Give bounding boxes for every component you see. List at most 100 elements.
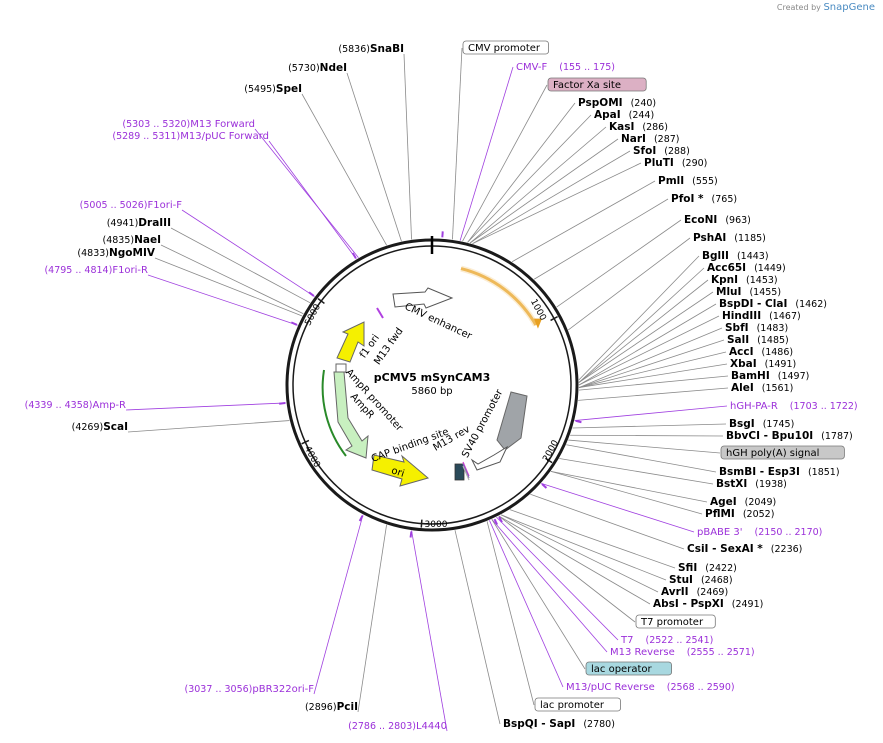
enzyme-label[interactable]: XbaI(1491) bbox=[730, 358, 796, 370]
feature-box-label[interactable]: CMV promoter bbox=[462, 40, 549, 55]
enzyme-label[interactable]: NarI (287) bbox=[621, 133, 680, 145]
label-text: AvrII(2469) bbox=[661, 586, 728, 598]
primer-label[interactable]: M13 Reverse(2555 .. 2571) bbox=[610, 647, 755, 658]
enzyme-label[interactable]: AbsI - PspXI(2491) bbox=[653, 598, 763, 610]
feature-box-label[interactable]: Factor Xa site bbox=[547, 77, 647, 92]
enzyme-label[interactable]: SalI(1485) bbox=[727, 334, 789, 346]
label-pos: (2568 .. 2590) bbox=[667, 682, 735, 693]
enzyme-label[interactable]: PluTI(290) bbox=[644, 157, 707, 169]
label-name: AgeI bbox=[710, 496, 737, 508]
label-name: DraIII bbox=[138, 217, 171, 229]
leader-line bbox=[541, 482, 695, 533]
tick-mark bbox=[550, 315, 558, 322]
enzyme-label[interactable]: AgeI(2049) bbox=[710, 496, 776, 508]
primer-label[interactable]: (3037 .. 3056)pBR322ori-F bbox=[185, 684, 315, 695]
enzyme-label[interactable]: (4833)NgoMIV bbox=[77, 247, 155, 259]
enzyme-label[interactable]: BsmBI - Esp3I(1851) bbox=[719, 466, 840, 478]
enzyme-label[interactable]: (4269)ScaI bbox=[72, 421, 128, 433]
enzyme-label[interactable]: StuI(2468) bbox=[669, 574, 733, 586]
enzyme-label[interactable]: (5495)SpeI bbox=[244, 83, 302, 95]
primer-label[interactable]: CMV-F(155 .. 175) bbox=[516, 62, 615, 73]
label-pos: (287) bbox=[654, 134, 680, 145]
feature-box-label[interactable]: lac operator bbox=[585, 661, 672, 676]
enzyme-label[interactable]: BamHI(1497) bbox=[731, 370, 809, 382]
primer-label[interactable]: (5005 .. 5026)F1ori-F bbox=[80, 200, 183, 211]
enzyme-label[interactable]: KpnI(1453) bbox=[711, 274, 778, 286]
feature-box-label[interactable]: hGH poly(A) signal bbox=[720, 445, 845, 460]
enzyme-label[interactable]: AvrII(2469) bbox=[661, 586, 728, 598]
enzyme-label[interactable]: PspOMI(240) bbox=[578, 97, 656, 109]
lac-region-mark bbox=[462, 465, 470, 481]
primer-label[interactable]: pBABE 3'(2150 .. 2170) bbox=[697, 527, 822, 538]
enzyme-label[interactable]: BspDI - ClaI(1462) bbox=[719, 298, 827, 310]
label-pos: (2422) bbox=[705, 563, 737, 574]
feature-box-label[interactable]: lac promoter bbox=[534, 697, 621, 712]
leader-line bbox=[570, 434, 724, 437]
primer-label[interactable]: M13/pUC Reverse(2568 .. 2590) bbox=[566, 682, 735, 693]
enzyme-label[interactable]: (5836)SnaBI bbox=[338, 43, 404, 55]
enzyme-label[interactable]: KasI(286) bbox=[609, 121, 668, 133]
tick-label: 3000 bbox=[425, 520, 448, 530]
label-text: SalI(1485) bbox=[727, 334, 789, 346]
enzyme-label[interactable]: SbfI(1483) bbox=[725, 322, 788, 334]
enzyme-label[interactable]: PmlI(555) bbox=[658, 175, 718, 187]
enzyme-label[interactable]: EcoNI(963) bbox=[684, 214, 751, 226]
primer-label[interactable]: (5303 .. 5320)M13 Forward bbox=[122, 119, 255, 130]
enzyme-label[interactable]: PflMI(2052) bbox=[705, 508, 774, 520]
enzyme-label[interactable]: BbvCI - Bpu10I(1787) bbox=[726, 430, 853, 442]
leader-line bbox=[578, 279, 709, 383]
label-name: M13/pUC Forward bbox=[180, 131, 269, 142]
enzyme-label[interactable]: AccI(1486) bbox=[729, 346, 793, 358]
label-pos: (4269) bbox=[72, 422, 104, 433]
enzyme-label[interactable]: PshAI(1185) bbox=[693, 232, 766, 244]
label-name: PmlI bbox=[658, 175, 684, 187]
leader-line bbox=[500, 514, 667, 581]
credit: Created by SnapGene bbox=[777, 2, 875, 13]
enzyme-label[interactable]: BsgI(1745) bbox=[729, 418, 794, 430]
enzyme-label[interactable]: BspQI - SapI(2780) bbox=[503, 718, 615, 730]
m13-fwd-mark bbox=[376, 307, 384, 319]
enzyme-label[interactable]: CsiI - SexAI *(2236) bbox=[687, 543, 802, 555]
enzyme-label[interactable]: (4835)NaeI bbox=[103, 234, 162, 246]
label-name: AccI bbox=[729, 346, 753, 358]
enzyme-label[interactable]: SfiI(2422) bbox=[678, 562, 737, 574]
primer-label[interactable]: (4795 .. 4814)F1ori-R bbox=[44, 265, 148, 276]
label-name: BsmBI - Esp3I bbox=[719, 466, 800, 478]
label-pos: (2236) bbox=[771, 544, 803, 555]
enzyme-label[interactable]: BglII(1443) bbox=[702, 250, 769, 262]
primer-label[interactable]: (4339 .. 4358)Amp-R bbox=[25, 400, 126, 411]
leader-line bbox=[454, 530, 501, 725]
enzyme-label[interactable]: BstXI(1938) bbox=[716, 478, 787, 490]
enzyme-label[interactable]: PfoI *(765) bbox=[671, 193, 737, 205]
label-text: AbsI - PspXI(2491) bbox=[653, 598, 763, 610]
enzyme-label[interactable]: (2896)PciI bbox=[305, 701, 358, 713]
label-name: EcoNI bbox=[684, 214, 717, 226]
enzyme-label[interactable]: MluI(1455) bbox=[716, 286, 781, 298]
label-text: PmlI(555) bbox=[658, 175, 718, 187]
label-text: M13/pUC Reverse(2568 .. 2590) bbox=[566, 682, 735, 693]
enzyme-label[interactable]: ApaI(244) bbox=[594, 109, 654, 121]
enzyme-label[interactable]: HindIII(1467) bbox=[722, 310, 801, 322]
primer-label[interactable]: hGH-PA-R(1703 .. 1722) bbox=[730, 401, 858, 412]
label-text: AccI(1486) bbox=[729, 346, 793, 358]
label-name: KasI bbox=[609, 121, 634, 133]
feature-box-label[interactable]: T7 promoter bbox=[635, 614, 716, 629]
enzyme-label[interactable]: Acc65I(1449) bbox=[707, 262, 786, 274]
primer-label[interactable]: (2786 .. 2803)L4440 bbox=[348, 721, 447, 732]
label-name: BspDI - ClaI bbox=[719, 298, 787, 310]
label-pos: (1703 .. 1722) bbox=[790, 401, 858, 412]
primer-label[interactable]: T7(2522 .. 2541) bbox=[620, 635, 713, 646]
enzyme-label[interactable]: (5730)NdeI bbox=[288, 62, 347, 74]
label-text: PshAI(1185) bbox=[693, 232, 766, 244]
label-name: NarI bbox=[621, 133, 646, 145]
enzyme-label[interactable]: SfoI(288) bbox=[633, 145, 690, 157]
enzyme-label[interactable]: AleI(1561) bbox=[731, 382, 793, 394]
label-pos: (2896) bbox=[305, 702, 337, 713]
enzyme-label[interactable]: (4941)DraIII bbox=[107, 217, 171, 229]
label-pos: (3037 .. 3056) bbox=[185, 684, 253, 695]
label-text: (4795 .. 4814)F1ori-R bbox=[44, 265, 148, 276]
label-name: lac operator bbox=[591, 664, 652, 675]
label-pos: (1497) bbox=[778, 371, 810, 382]
leader-line bbox=[498, 515, 636, 623]
primer-label[interactable]: (5289 .. 5311)M13/pUC Forward bbox=[112, 131, 269, 142]
